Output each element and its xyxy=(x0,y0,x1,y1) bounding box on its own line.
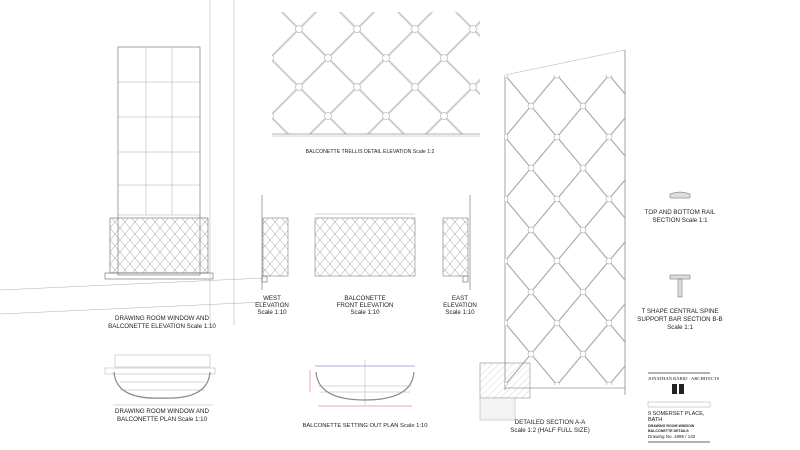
window-plan-title: DRAWING ROOM WINDOW AND xyxy=(115,408,209,415)
project-address: 9 SOMERSET PLACE, xyxy=(648,411,705,417)
east-elevation-title-line2: ELEVATION xyxy=(443,302,477,309)
east-elevation-drawing: EAST ELEVATION Scale 1:10 xyxy=(442,195,477,316)
spine-section-title: T SHAPE CENTRAL SPINE xyxy=(641,308,718,315)
window-elevation-drawing: DRAWING ROOM WINDOW AND BALCONETTE ELEVA… xyxy=(0,0,266,330)
front-elevation-title-line2: FRONT ELEVATION xyxy=(337,302,394,309)
section-aa-drawing: DETAILED SECTION A-A Scale 1:2 (HALF FUL… xyxy=(479,49,626,434)
west-elevation-title-line2: ELEVATION xyxy=(255,302,289,309)
setting-out-plan-title: BALCONETTE SETTING OUT PLAN Scale 1:10 xyxy=(303,423,428,429)
rail-section-scale: SECTION Scale 1:1 xyxy=(652,217,708,224)
spine-section-drawing: T SHAPE CENTRAL SPINE SUPPORT BAR SECTIO… xyxy=(637,274,723,331)
rail-section-drawing: TOP AND BOTTOM RAIL SECTION Scale 1:1 xyxy=(645,191,716,224)
window-plan-title-line2: BALCONETTE PLAN Scale 1:10 xyxy=(117,416,208,423)
spine-section-title-line2: SUPPORT BAR SECTION B-B xyxy=(637,316,722,323)
front-elevation-title: BALCONETTE xyxy=(344,295,385,302)
section-aa-title: DETAILED SECTION A-A xyxy=(515,419,587,426)
drawing-subtitle: BALCONETTE DETAILS xyxy=(648,429,689,433)
drawing-number: Drawing No. 1995 / 132 xyxy=(648,434,696,439)
firm-name: JONATHAN RABID · ARCHITECTS xyxy=(648,376,720,381)
window-elevation-title-line2: BALCONETTE ELEVATION Scale 1:10 xyxy=(108,323,216,330)
window-elevation-title: DRAWING ROOM WINDOW AND xyxy=(115,315,209,322)
east-elevation-title: EAST xyxy=(452,295,468,302)
trellis-detail-drawing: BALCONETTE TRELLIS DETAIL ELEVATION Scal… xyxy=(272,12,480,155)
section-aa-scale: Scale 1:2 (HALF FULL SIZE) xyxy=(510,427,590,434)
east-elevation-scale: Scale 1:10 xyxy=(445,309,475,316)
spine-section-scale: Scale 1:1 xyxy=(667,324,693,331)
title-block: JONATHAN RABID · ARCHITECTS 9 SOMERSET P… xyxy=(647,372,720,443)
west-elevation-title: WEST xyxy=(263,295,281,302)
west-elevation-scale: Scale 1:10 xyxy=(257,309,287,316)
rail-section-title: TOP AND BOTTOM RAIL xyxy=(645,209,716,216)
setting-out-plan-drawing: BALCONETTE SETTING OUT PLAN Scale 1:10 xyxy=(303,360,428,429)
lions-crest-logo xyxy=(672,384,684,394)
window-plan-drawing: DRAWING ROOM WINDOW AND BALCONETTE PLAN … xyxy=(104,354,216,423)
west-elevation-drawing: WEST ELEVATION Scale 1:10 xyxy=(255,195,289,316)
balconette-lattice xyxy=(109,217,209,274)
drawing-name: DRAWING ROOM WINDOW xyxy=(648,424,695,428)
front-elevation-scale: Scale 1:10 xyxy=(350,309,380,316)
project-city: BATH xyxy=(648,417,662,423)
front-elevation-drawing: BALCONETTE FRONT ELEVATION Scale 1:10 xyxy=(314,213,416,316)
trellis-detail-title: BALCONETTE TRELLIS DETAIL ELEVATION Scal… xyxy=(306,149,435,155)
